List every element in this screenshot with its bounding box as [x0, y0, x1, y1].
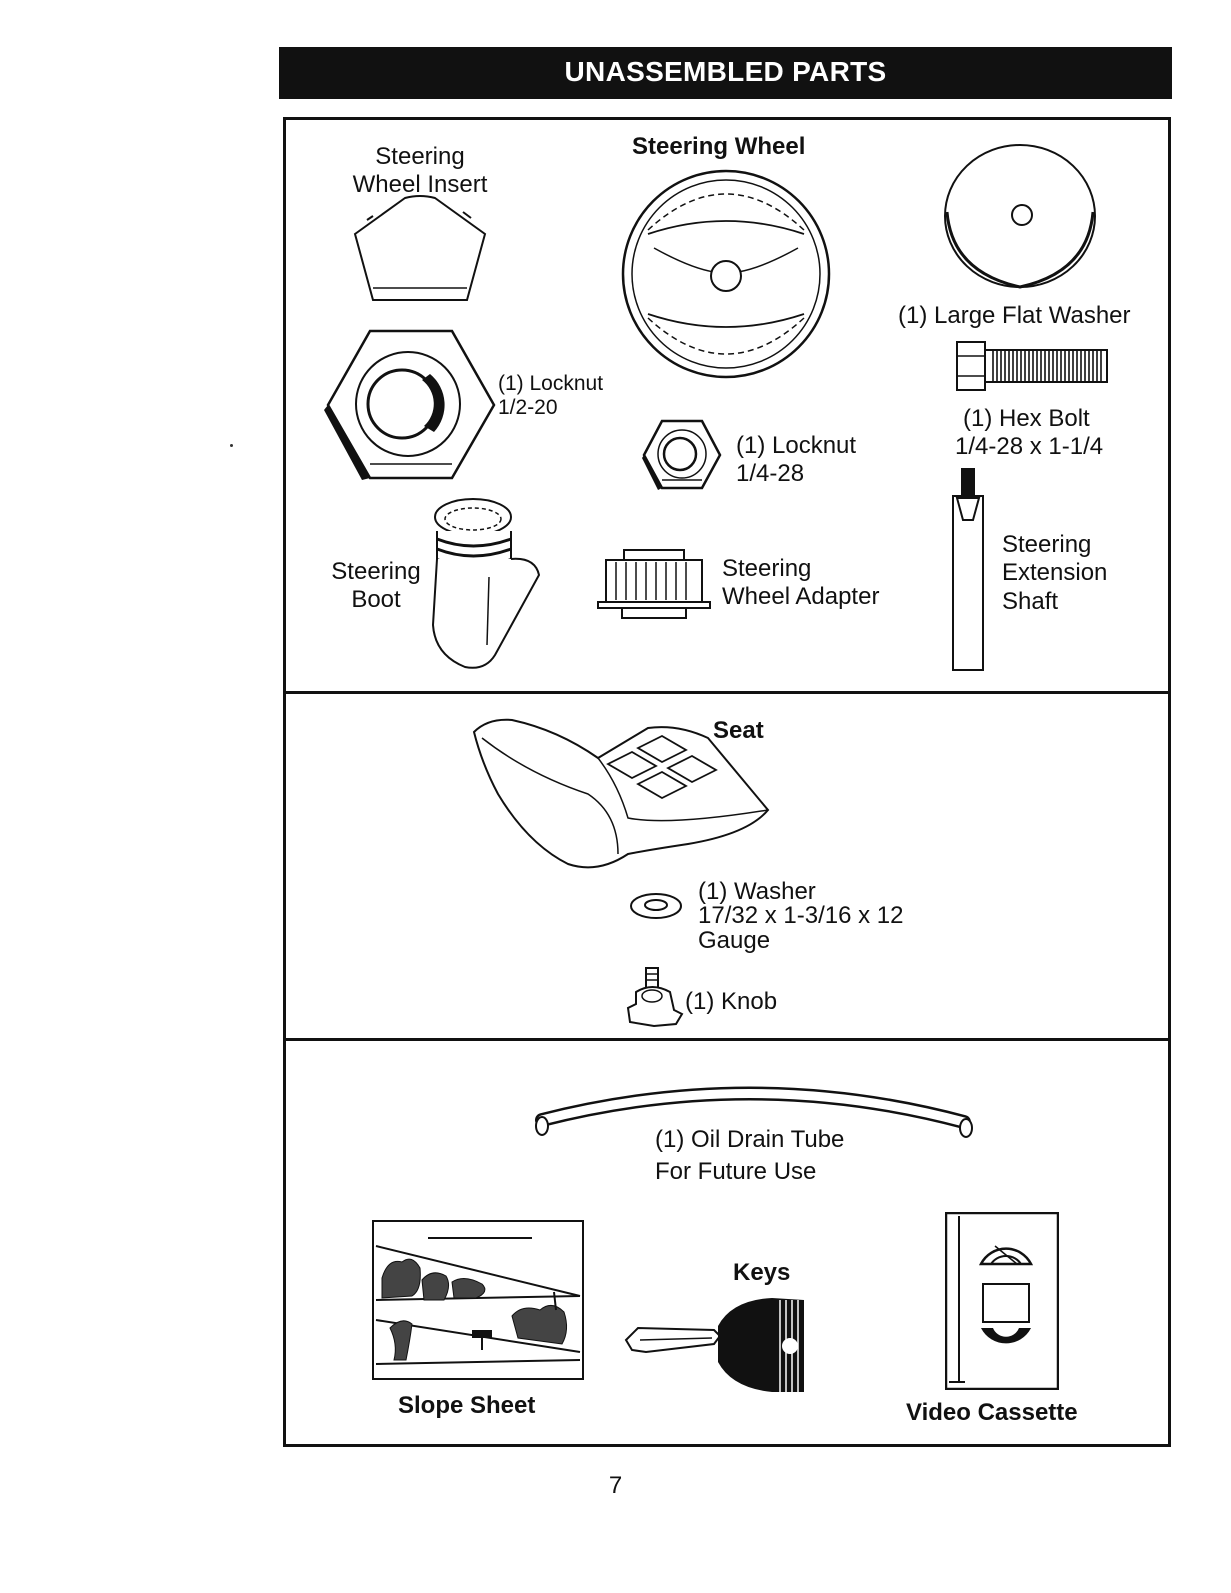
steering-wheel-insert-illustration: [353, 195, 487, 301]
locknut-small-label: (1) Locknut 1/4-28: [736, 432, 857, 488]
washer-label: (1) Washer 17/32 x 1-3/16 x 12 Gauge: [698, 878, 904, 954]
video-cassette-label: Video Cassette: [906, 1399, 1078, 1426]
steering-extension-shaft-illustration: [952, 468, 984, 671]
locknut-large-label: (1) Locknut 1/2-20: [498, 372, 604, 420]
steering-wheel-adapter-illustration: [597, 549, 711, 619]
locknut-small-illustration: [642, 419, 722, 490]
hex-bolt-label: (1) Hex Bolt 1/4-28 x 1-1/4: [955, 405, 1104, 461]
oil-drain-tube-illustration: [535, 1086, 973, 1138]
parts-frame: [283, 117, 1171, 1447]
seat-illustration: [472, 718, 770, 869]
oil-drain-tube-label: (1) Oil Drain Tube For Future Use: [655, 1126, 845, 1186]
hex-bolt-illustration: [956, 341, 1108, 391]
locknut-large-illustration: [324, 329, 496, 480]
steering-wheel-label: Steering Wheel: [632, 133, 806, 160]
large-flat-washer-illustration: [944, 144, 1096, 289]
knob-label: (1) Knob: [685, 988, 778, 1015]
key-illustration: [624, 1298, 804, 1392]
page-number: 7: [608, 1472, 623, 1499]
steering-boot-illustration: [431, 498, 541, 669]
section-divider: [283, 1038, 1171, 1041]
steering-wheel-illustration: [621, 169, 831, 379]
washer-illustration: [630, 893, 682, 919]
slope-sheet-illustration: [372, 1220, 584, 1380]
steering-wheel-insert-label: Steering Wheel Insert: [352, 143, 488, 199]
steering-extension-shaft-label: Steering Extension Shaft: [1002, 531, 1108, 615]
slope-sheet-label: Slope Sheet: [398, 1392, 536, 1419]
knob-illustration: [626, 967, 684, 1028]
seat-label: Seat: [713, 717, 764, 744]
page-title: UNASSEMBLED PARTS: [279, 47, 1172, 99]
section-divider: [283, 691, 1171, 694]
keys-label: Keys: [733, 1259, 791, 1286]
video-cassette-illustration: [945, 1212, 1059, 1390]
stray-mark: [230, 444, 233, 447]
large-flat-washer-label: (1) Large Flat Washer: [898, 302, 1131, 329]
steering-wheel-adapter-label: Steering Wheel Adapter: [722, 555, 880, 611]
steering-boot-label: Steering Boot: [331, 558, 421, 614]
